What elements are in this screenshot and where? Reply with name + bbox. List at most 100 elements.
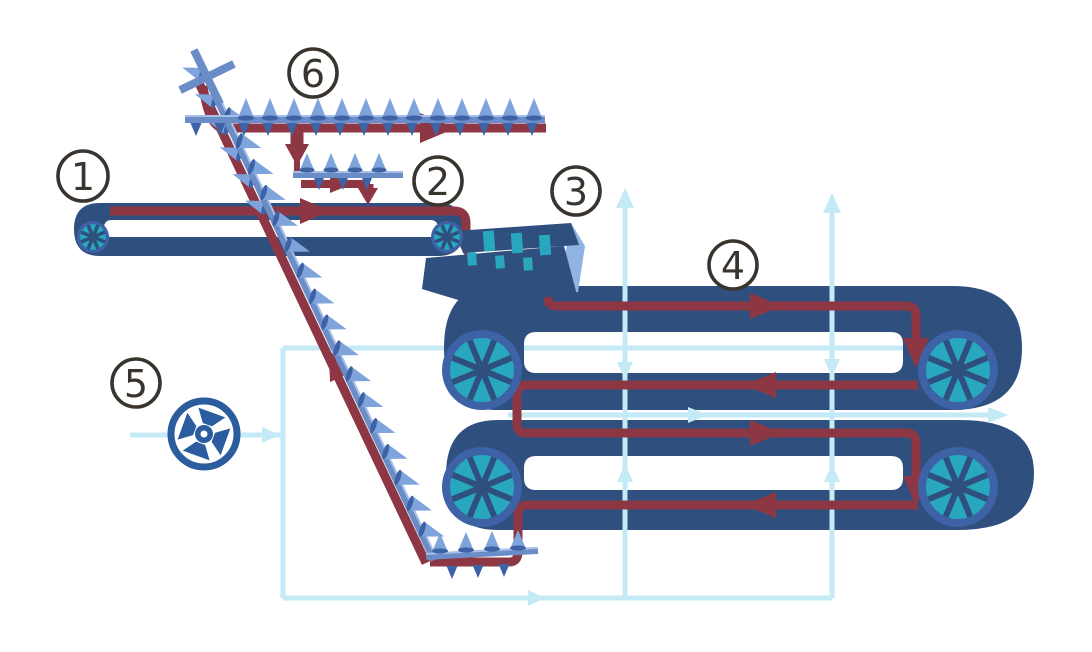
elevator-flow <box>194 81 431 565</box>
air-arrowhead <box>528 590 546 606</box>
label-6-text: 6 <box>301 52 325 96</box>
conveyor-2-spikes-up <box>299 153 387 173</box>
feeder-screen-slots <box>467 230 552 271</box>
label-3-text: 3 <box>564 170 588 214</box>
feeder-slot <box>482 230 496 252</box>
spike-cone <box>347 153 363 173</box>
pulley-wheel <box>918 447 998 527</box>
spike-cone <box>357 98 375 121</box>
spike-cone <box>261 98 279 121</box>
pulley-wheels <box>77 221 998 527</box>
material-arrowhead <box>744 492 776 518</box>
spike-cone <box>248 158 274 175</box>
spike-cone <box>235 133 262 149</box>
spike-cone <box>309 98 327 121</box>
spike-cone <box>430 122 442 136</box>
spike-cone <box>526 122 538 136</box>
air-arrowhead <box>824 464 840 482</box>
label-2-text: 2 <box>426 160 450 204</box>
spike-cone <box>362 178 372 190</box>
spike-cone <box>510 530 526 551</box>
spike-cone <box>299 153 315 173</box>
material-arrowhead <box>750 293 782 319</box>
spike-cone <box>432 533 448 554</box>
pulley-wheel <box>442 330 522 410</box>
material-arrowhead <box>750 420 782 446</box>
pulley-wheel <box>77 221 109 253</box>
spike-cone <box>478 122 490 136</box>
fan-blade <box>177 412 197 440</box>
spike-cone <box>214 122 226 136</box>
upper-belt-top-flow <box>543 284 921 352</box>
label-1-text: 1 <box>71 155 95 199</box>
spike-cone <box>394 469 420 486</box>
spike-cone <box>284 236 311 253</box>
label-2-circle <box>412 155 464 207</box>
spike-cone <box>501 98 519 121</box>
elevator-head-sprocket <box>178 48 236 106</box>
air-arrowhead <box>616 188 634 208</box>
collector-spikes-up <box>432 530 526 554</box>
pulley-wheel <box>442 447 522 527</box>
label-4: 4 <box>707 239 759 291</box>
spike-cone <box>453 98 471 121</box>
spike-cone <box>498 564 510 577</box>
spike-cone <box>190 122 202 136</box>
spike-cone <box>345 366 372 382</box>
upper-belt-return-flow <box>512 380 921 490</box>
spike-cone <box>502 122 514 136</box>
spike-cone <box>406 495 433 512</box>
spike-cone <box>472 565 484 578</box>
conveyor-6-spikes-down <box>190 122 538 136</box>
label-3: 3 <box>550 165 602 217</box>
spike-cone <box>262 122 274 136</box>
spike-cone <box>333 98 351 121</box>
collector-spikes-down <box>446 564 510 579</box>
conveyor-2-rail <box>293 171 403 178</box>
fan-blade <box>211 428 231 456</box>
spike-cone <box>238 122 250 136</box>
label-5-circle <box>110 357 162 409</box>
elevator-buckets-right <box>223 107 445 537</box>
air-arrowhead <box>617 464 633 482</box>
spike-cone <box>309 288 335 304</box>
air-arrowhead <box>262 427 280 443</box>
material-arrowhead <box>300 198 330 224</box>
spike-cone <box>334 122 346 136</box>
spike-cone <box>454 122 466 136</box>
spike-cone <box>338 178 348 190</box>
spike-cone <box>429 98 447 121</box>
spike-cone <box>314 178 324 190</box>
label-4-text: 4 <box>721 244 745 288</box>
spiked-conveyor-2 <box>293 153 403 190</box>
feeder-slot <box>538 234 552 256</box>
fan-blades <box>177 407 231 461</box>
label-6-circle <box>287 47 339 99</box>
label-3-circle <box>550 165 602 217</box>
air-flow-arrows <box>262 188 1008 606</box>
spiked-conveyor-6 <box>185 98 545 136</box>
spike-cone <box>406 122 418 136</box>
label-6: 6 <box>287 47 339 99</box>
feeder-slot <box>523 257 533 271</box>
conveyor-1-belt <box>74 203 464 256</box>
feeder-slot <box>510 232 524 254</box>
spike-cone <box>371 153 387 173</box>
spike-cone <box>285 98 303 121</box>
label-2: 2 <box>412 155 464 207</box>
material-arrowhead <box>744 372 776 398</box>
fan-blade <box>198 407 226 427</box>
spike-cone <box>321 314 347 330</box>
label-1: 1 <box>56 149 110 203</box>
fan-icon <box>167 397 241 471</box>
label-5-text: 5 <box>124 362 148 406</box>
bottom-collector <box>425 530 539 579</box>
feeder-slot <box>495 255 505 269</box>
air-flow-lines-under <box>130 345 1002 601</box>
label-5: 5 <box>110 357 162 409</box>
spike-cone <box>446 566 458 579</box>
spike-cone <box>260 184 286 201</box>
spike-cone <box>286 122 298 136</box>
